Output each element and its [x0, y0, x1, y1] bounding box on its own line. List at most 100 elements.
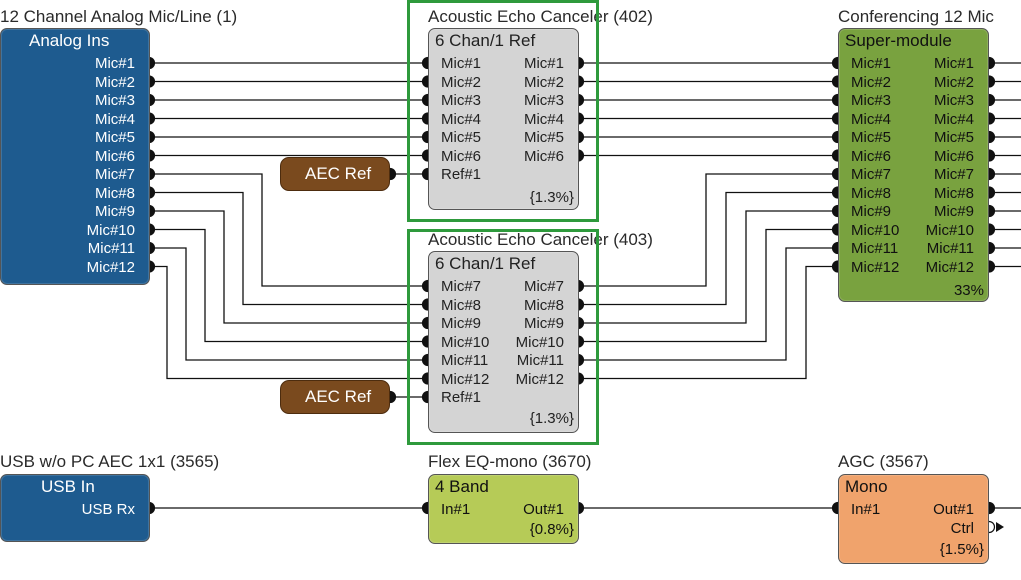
aec-bottom-out-label-6: Mic#12: [515, 370, 564, 388]
aec-top-in-label-1: Mic#1: [441, 55, 482, 72]
aec-top-out-label-2: Mic#2: [523, 73, 564, 91]
aec-top-out-label-1: Mic#1: [523, 55, 564, 72]
aec-bottom-out-label-1: Mic#7: [523, 278, 564, 295]
analog-out-label-8: Mic#8: [94, 184, 135, 202]
analog-block-title: 12 Channel Analog Mic/Line (1): [0, 7, 238, 26]
aec-bottom-in-label-4: Mic#10: [441, 333, 490, 351]
aec-top-out-label-6: Mic#6: [523, 147, 564, 165]
usb-rx-port: USB Rx: [81, 501, 135, 518]
aec-bottom-in-label-1: Mic#7: [441, 278, 482, 295]
aec-bottom-in-label-5: Mic#11: [441, 352, 489, 369]
analog-out-label-5: Mic#5: [94, 129, 135, 146]
conf-in-label-12: Mic#12: [851, 258, 900, 276]
aec-top-usage: {1.3%}: [529, 189, 574, 206]
wire-aec-bottom-conf: [578, 247, 838, 361]
aec-top-out-label-5: Mic#5: [523, 129, 564, 146]
wire-aec-bottom-conf: [578, 173, 838, 287]
wire-analog-aec-bottom: [149, 265, 428, 380]
flex-in-port: In#1: [441, 501, 471, 518]
wire-analog-aec-bottom: [149, 210, 428, 324]
agc-ctrl-port: Ctrl: [950, 520, 974, 537]
usb-block-title: USB w/o PC AEC 1x1 (3565): [0, 452, 220, 471]
analog-out-label-12: Mic#12: [86, 258, 135, 276]
conf-out-label-12: Mic#12: [925, 258, 974, 276]
flex-usage: {0.8%}: [529, 521, 574, 538]
analog-out-label-2: Mic#2: [94, 73, 135, 91]
wire-analog-aec-bottom: [149, 191, 428, 306]
wire-aec-bottom-conf: [578, 210, 838, 324]
flex-eq-block[interactable]: 4 Band In#1 Out#1 {0.8%}: [428, 474, 579, 544]
conf-in-label-6: Mic#6: [851, 147, 892, 165]
aec-bottom-header: 6 Chan/1 Ref: [435, 254, 536, 273]
conf-out-label-2: Mic#2: [933, 73, 974, 91]
agc-out-port: Out#1: [933, 501, 974, 518]
conf-out-label-1: Mic#1: [933, 55, 974, 72]
aec-ref-bottom-block[interactable]: AEC Ref: [280, 380, 390, 414]
agc-usage: {1.5%}: [939, 541, 984, 558]
aec-top-out-label-4: Mic#4: [523, 110, 564, 128]
conf-block-title: Conferencing 12 Mic: [838, 7, 994, 26]
wire-aec-bottom-conf: [578, 191, 838, 306]
aec-top-in-label-7: Ref#1: [441, 166, 482, 183]
usb-in-block[interactable]: USB In USB Rx: [0, 474, 150, 542]
conf-in-label-3: Mic#3: [851, 92, 892, 109]
aec-top-header: 6 Chan/1 Ref: [435, 31, 536, 50]
conf-in-label-7: Mic#7: [851, 166, 892, 183]
agc-in-port: In#1: [851, 501, 881, 518]
aec-top-selection: [407, 0, 599, 222]
wire-analog-aec-bottom: [149, 228, 428, 343]
analog-out-label-7: Mic#7: [94, 166, 135, 183]
conf-in-label-9: Mic#9: [851, 203, 892, 220]
conf-in-label-2: Mic#2: [851, 73, 892, 91]
usb-in-header: USB In: [41, 477, 95, 496]
conf-in-label-10: Mic#10: [851, 221, 900, 239]
aec-bottom-usage: {1.3%}: [529, 410, 574, 427]
conf-out-label-10: Mic#10: [925, 221, 974, 239]
aec-bottom-in-label-3: Mic#9: [441, 315, 482, 332]
conf-header: Super-module: [845, 31, 952, 50]
aec-bottom-selection: [407, 229, 599, 445]
analog-out-label-9: Mic#9: [94, 203, 135, 220]
analog-out-label-10: Mic#10: [86, 221, 135, 239]
aec-ref-top-block[interactable]: AEC Ref: [280, 157, 390, 191]
ctrl-arrow-icon: [996, 522, 1004, 532]
conf-out-label-7: Mic#7: [933, 166, 974, 183]
aec-bottom-out-label-2: Mic#8: [523, 296, 564, 314]
aec-bottom-out-label-3: Mic#9: [523, 315, 564, 332]
wire-analog-aec-bottom: [149, 247, 428, 361]
analog-ins-header: Analog Ins: [29, 31, 110, 50]
aec-bottom-in-label-6: Mic#12: [441, 370, 490, 388]
flex-block-title: Flex EQ-mono (3670): [428, 452, 592, 471]
conf-in-label-11: Mic#11: [851, 240, 899, 257]
conf-out-label-8: Mic#8: [933, 184, 974, 202]
wire-aec-bottom-conf: [578, 228, 838, 343]
analog-out-label-11: Mic#11: [87, 240, 135, 257]
aec-bottom-out-label-5: Mic#11: [516, 352, 564, 369]
conf-in-label-4: Mic#4: [851, 110, 892, 128]
conf-out-label-5: Mic#5: [933, 129, 974, 146]
conf-out-label-6: Mic#6: [933, 147, 974, 165]
conf-out-label-4: Mic#4: [933, 110, 974, 128]
aec-top-in-label-5: Mic#5: [441, 129, 482, 146]
analog-out-label-6: Mic#6: [94, 147, 135, 165]
flex-eq-header: 4 Band: [435, 477, 489, 496]
conf-in-label-8: Mic#8: [851, 184, 892, 202]
aec-bottom-in-label-2: Mic#8: [441, 296, 482, 314]
aec-bottom-in-label-7: Ref#1: [441, 389, 482, 406]
aec-top-in-label-4: Mic#4: [441, 110, 482, 128]
conf-out-label-9: Mic#9: [933, 203, 974, 220]
conf-in-label-1: Mic#1: [851, 55, 892, 72]
analog-out-label-3: Mic#3: [94, 92, 135, 109]
aec-top-in-label-2: Mic#2: [441, 73, 482, 91]
agc-header: Mono: [845, 477, 888, 496]
agc-block[interactable]: Mono In#1 Out#1 Ctrl {1.5%}: [838, 474, 989, 564]
wire-analog-aec-bottom: [149, 173, 428, 287]
aec-top-in-label-6: Mic#6: [441, 147, 482, 165]
analog-out-label-1: Mic#1: [94, 55, 135, 72]
conf-in-label-5: Mic#5: [851, 129, 892, 146]
